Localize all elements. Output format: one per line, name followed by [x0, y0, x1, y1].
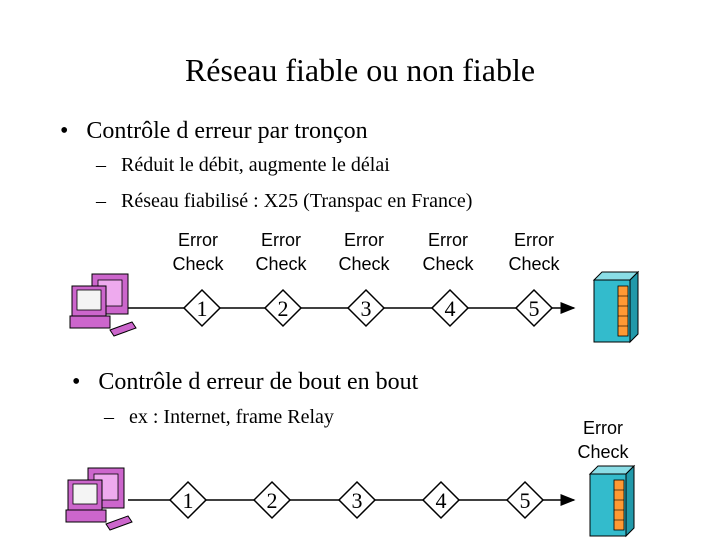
error-check-label-4: Error Check [408, 228, 488, 276]
node-label: 1 [183, 488, 194, 513]
computer-icon [65, 467, 133, 531]
error-check-label-1: Error Check [158, 228, 238, 276]
node-2 [252, 480, 292, 520]
sub-bullet-debit: – Réduit le débit, augmente le délai [96, 154, 390, 177]
node-label: 5 [529, 296, 540, 321]
sub-bullet-text: Réduit le débit, augmente le délai [121, 154, 390, 176]
check-word: Check [577, 442, 629, 462]
bullet-glyph: • [72, 369, 81, 395]
error-word: Error [428, 230, 468, 250]
error-word: Error [583, 418, 623, 438]
error-check-label-2: Error Check [241, 228, 321, 276]
node-label: 4 [445, 296, 456, 321]
check-word: Check [338, 254, 390, 274]
slide-title: Réseau fiable ou non fiable [184, 52, 536, 88]
sub-bullet-x25: – Réseau fiabilisé : X25 (Transpac en Fr… [96, 190, 472, 213]
node-label: 2 [278, 296, 289, 321]
node-2 [263, 288, 303, 328]
sub-bullet-text: Réseau fiabilisé : X25 (Transpac en Fran… [121, 190, 473, 212]
error-check-label-5: Error Check [494, 228, 574, 276]
sub-bullet-internet: – ex : Internet, frame Relay [104, 406, 334, 429]
bullet-text: Contrôle d erreur de bout en bout [98, 369, 419, 395]
node-label: 4 [436, 488, 447, 513]
sub-bullet-text: ex : Internet, frame Relay [129, 406, 334, 428]
node-4 [421, 480, 461, 520]
node-label: 1 [197, 296, 208, 321]
node-3 [337, 480, 377, 520]
node-5 [505, 480, 545, 520]
node-label: 2 [267, 488, 278, 513]
check-word: Check [172, 254, 224, 274]
bullet-text: Contrôle d erreur par tronçon [86, 118, 368, 144]
server-icon [588, 464, 636, 538]
check-word: Check [255, 254, 307, 274]
computer-icon [69, 273, 137, 337]
server-icon [592, 270, 640, 344]
node-label: 3 [352, 488, 363, 513]
bullet-glyph: • [60, 118, 69, 144]
dash-glyph: – [96, 190, 106, 212]
dash-glyph: – [104, 406, 114, 428]
error-word: Error [178, 230, 218, 250]
node-3 [346, 288, 386, 328]
node-4 [430, 288, 470, 328]
error-check-label-3: Error Check [324, 228, 404, 276]
bullet-end-to-end: • Contrôle d erreur de bout en bout [72, 369, 418, 396]
node-label: 3 [361, 296, 372, 321]
bullet-hop-by-hop: • Contrôle d erreur par tronçon [60, 118, 368, 145]
error-word: Error [344, 230, 384, 250]
dash-glyph: – [96, 154, 106, 176]
check-word: Check [422, 254, 474, 274]
node-5 [514, 288, 554, 328]
check-word: Check [508, 254, 560, 274]
error-word: Error [261, 230, 301, 250]
node-label: 5 [520, 488, 531, 513]
error-check-label-e2e: Error Check [563, 416, 643, 464]
node-1 [182, 288, 222, 328]
node-1 [168, 480, 208, 520]
error-word: Error [514, 230, 554, 250]
